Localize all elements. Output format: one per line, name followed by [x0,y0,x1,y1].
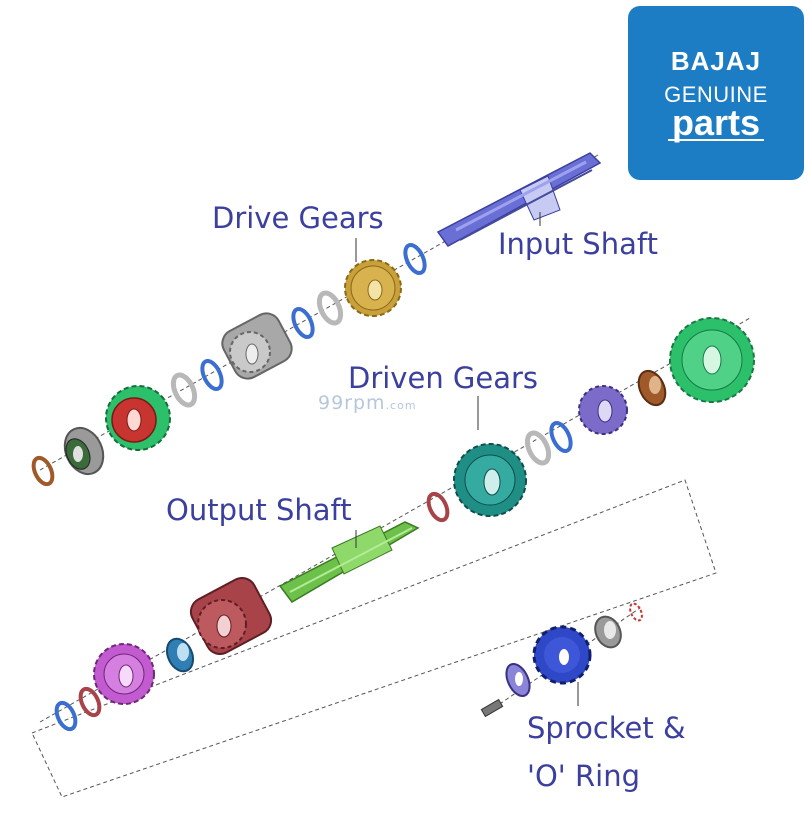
bearing [63,426,105,476]
lock-plate [505,663,531,697]
blue-ring-output [54,700,78,732]
blue-ring-driven [549,420,573,454]
sprocket [532,625,592,685]
output-gear-maroon [189,577,273,655]
washer-2 [170,372,198,408]
lower-axis-line [39,317,751,723]
label-sprocket: Sprocket & [527,711,686,745]
washer-driven [524,430,552,466]
label-driven-gears: Driven Gears [348,361,539,395]
logo-underline [668,139,764,141]
driven-gear-teal [453,443,527,517]
drive-gear-gold [344,259,402,317]
bajaj-genuine-parts-logo: BAJAJ GENUINE parts [628,6,804,180]
oil-seal-input [31,455,55,487]
output-shaft [278,521,420,603]
output-gear-magenta [93,643,155,705]
sprocket-spacer [594,615,622,649]
o-ring [629,602,643,622]
watermark-text: 99rpm [318,392,386,414]
input-shaft [436,152,602,247]
sprocket-bolt [480,698,504,718]
watermark-suffix: .com [385,399,417,412]
washer-1 [316,290,344,326]
blue-bush [165,637,195,673]
logo-brand: BAJAJ [670,46,762,76]
driven-gear-big-green [669,317,755,403]
label-input-shaft: Input Shaft [498,227,658,261]
drive-gear-green-red [105,385,171,451]
maroon-ring-1 [426,491,450,523]
label-o-ring: 'O' Ring [527,759,640,793]
driven-gear-purple [578,385,628,435]
sprocket-group-box [31,479,717,798]
label-drive-gears: Drive Gears [212,201,384,235]
label-output-shaft: Output Shaft [166,493,352,527]
maroon-ring-2 [78,686,102,718]
bronze-bush [637,369,667,407]
logo-parts: parts [671,102,761,143]
logo-genuine: GENUINE [664,82,768,107]
blue-ring-2 [291,306,315,340]
drive-gear-grey [221,312,293,380]
blue-ring-3 [200,358,224,392]
blue-ring-input [403,242,427,276]
watermark: 99rpm.com [318,392,417,414]
